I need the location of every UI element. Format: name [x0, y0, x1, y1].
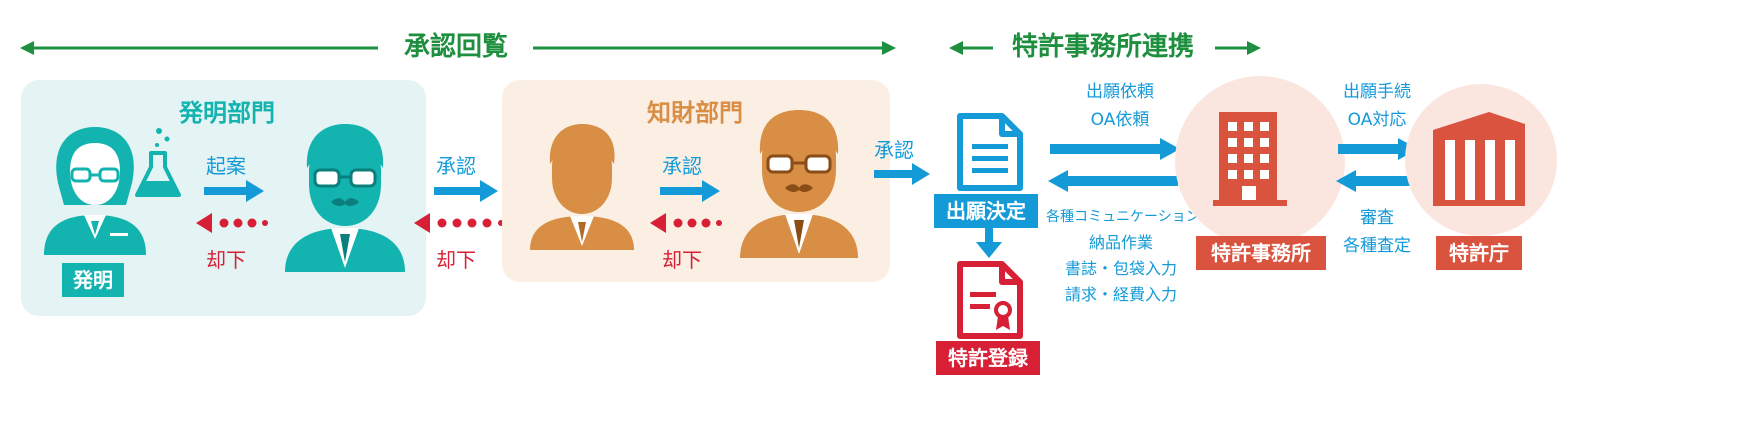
from-office-arrow: [1334, 170, 1416, 192]
patent-firm-badge: 特許事務所: [1196, 236, 1326, 270]
approve-arrow-3: [874, 163, 932, 185]
to-firm-label-line-1: 出願依頼: [1086, 82, 1154, 102]
from-firm-label-line-4: 請求・経費入力: [1064, 285, 1177, 304]
to-firm-arrow: [1050, 138, 1182, 160]
approve-label-2: 承認: [662, 154, 702, 178]
from-office-label-line-1: 審査: [1360, 208, 1394, 228]
inventor-badge: 発明: [62, 263, 124, 297]
phase-title-approval: 承認回覧: [404, 32, 509, 62]
down-arrow: [976, 228, 1002, 260]
phase-title-firm: 特許事務所連携: [1012, 32, 1195, 62]
reject-label-3: 却下: [662, 248, 702, 272]
from-firm-label-line-1: 各種コミュニケーション: [1046, 209, 1200, 225]
approve-label-1: 承認: [436, 154, 476, 178]
office-building-icon: [1213, 110, 1287, 206]
draft-label: 起案: [206, 154, 246, 178]
from-firm-arrow: [1046, 170, 1180, 192]
to-office-label: 出願手続 OA対応: [1334, 78, 1420, 134]
inventor-icon: [40, 125, 150, 255]
draft-arrow: [204, 180, 266, 202]
reject-label-1: 却下: [206, 248, 246, 272]
phase-arrow-firm: [947, 38, 1277, 58]
from-office-label: 審査 各種査定: [1334, 204, 1420, 260]
to-firm-label: 出願依頼 OA依頼: [1072, 78, 1168, 134]
ip-dept-title: 知財部門: [647, 99, 743, 127]
ip-manager-icon: [740, 108, 858, 258]
reject-label-2: 却下: [436, 248, 476, 272]
from-office-label-line-2: 各種査定: [1343, 236, 1411, 256]
patent-registration-badge: 特許登録: [936, 341, 1040, 375]
ip-staff-icon: [530, 122, 634, 250]
flask-icon: [133, 125, 183, 200]
approve-label-3: 承認: [874, 138, 914, 162]
from-firm-label-line-2: 納品作業: [1088, 233, 1153, 252]
filing-decision-badge: 出願決定: [934, 194, 1038, 228]
certificate-icon: [956, 260, 1024, 340]
to-firm-label-line-2: OA依頼: [1090, 110, 1150, 130]
from-firm-label: 各種コミュニケーション 納品作業 書誌・包袋入力 請求・経費入力: [1046, 204, 1200, 308]
reject-arrow-3: [650, 212, 722, 234]
approve-arrow-2: [660, 180, 722, 202]
reject-arrow-1: [196, 212, 268, 234]
government-building-icon: [1431, 110, 1527, 206]
reject-arrow-2: [414, 212, 506, 234]
invention-dept-title: 発明部門: [179, 99, 275, 127]
from-firm-label-line-3: 書誌・包袋入力: [1064, 259, 1177, 278]
to-office-label-line-2: OA対応: [1347, 110, 1407, 130]
invention-manager-icon: [285, 122, 405, 272]
document-icon: [956, 112, 1024, 192]
phase-arrow-approval: [18, 38, 898, 58]
to-office-label-line-1: 出願手続: [1343, 82, 1411, 102]
patent-office-badge: 特許庁: [1436, 236, 1522, 270]
approve-arrow-1: [434, 180, 500, 202]
